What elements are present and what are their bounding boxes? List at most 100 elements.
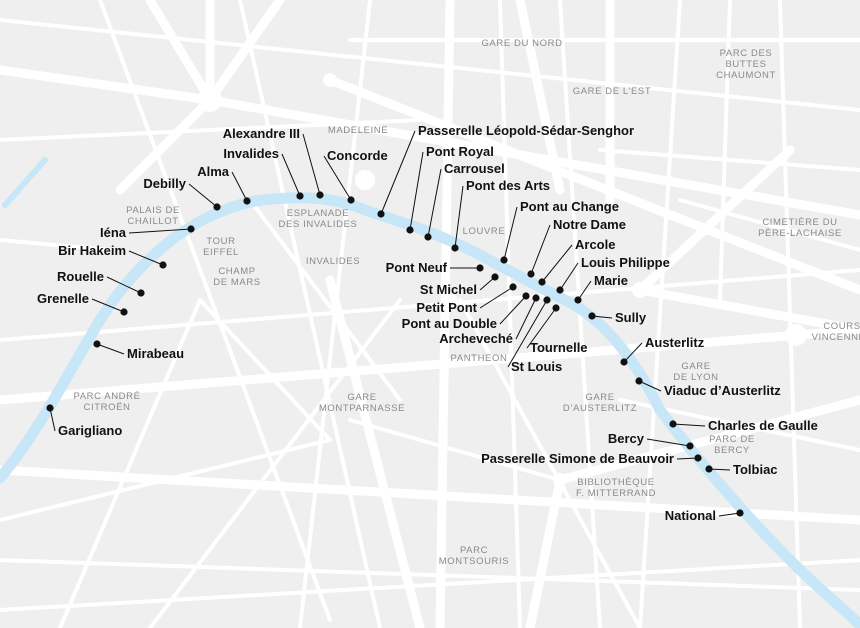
bridge-grenelle[interactable]: Grenelle (37, 291, 128, 316)
bridge-marker[interactable] (406, 226, 414, 234)
bridge-concorde[interactable]: Concorde (323, 148, 388, 204)
bridge-marker[interactable] (316, 191, 324, 199)
bridge-marker[interactable] (159, 261, 167, 269)
bridge-arcole[interactable]: Arcole (538, 237, 615, 286)
bridge-marker[interactable] (538, 278, 546, 286)
bridge-marker[interactable] (476, 264, 484, 272)
bridge-marker[interactable] (620, 358, 628, 366)
bridge-label[interactable]: Austerlitz (645, 335, 705, 350)
bridge-marker[interactable] (451, 244, 459, 252)
bridge-tolbiac[interactable]: Tolbiac (705, 462, 778, 477)
bridge-rouelle[interactable]: Rouelle (57, 269, 145, 297)
bridge-alma[interactable]: Alma (197, 164, 251, 205)
bridge-marker[interactable] (509, 283, 517, 291)
bridge-passerelle-simone-de-beauvoir[interactable]: Passerelle Simone de Beauvoir (481, 451, 702, 466)
bridge-garigliano[interactable]: Garigliano (46, 404, 122, 438)
bridge-label[interactable]: Sully (615, 310, 647, 325)
bridge-label[interactable]: Charles de Gaulle (708, 418, 818, 433)
bridge-marie[interactable]: Marie (574, 273, 628, 304)
bridge-marker[interactable] (574, 296, 582, 304)
bridge-marker[interactable] (377, 210, 385, 218)
bridge-label[interactable]: Bercy (608, 431, 645, 446)
bridge-petit-pont[interactable]: Petit Pont (416, 283, 517, 315)
bridge-label[interactable]: Louis Philippe (581, 255, 670, 270)
bridge-marker[interactable] (552, 304, 560, 312)
bridge-marker[interactable] (522, 292, 530, 300)
bridge-marker[interactable] (736, 509, 744, 517)
bridge-marker[interactable] (347, 196, 355, 204)
bridge-pont-des-arts[interactable]: Pont des Arts (451, 178, 550, 252)
bridge-label[interactable]: Pont Royal (426, 144, 494, 159)
bridge-marker[interactable] (686, 442, 694, 450)
bridge-label[interactable]: Viaduc d’Austerlitz (664, 383, 781, 398)
bridge-label[interactable]: Bir Hakeim (58, 243, 126, 258)
bridge-label[interactable]: Marie (594, 273, 628, 288)
bridge-passerelle-leopold-sedar-senghor[interactable]: Passerelle Léopold-Sédar-Senghor (377, 123, 634, 218)
bridge-label[interactable]: Mirabeau (127, 346, 184, 361)
bridge-marker[interactable] (46, 404, 54, 412)
bridge-label[interactable]: Tournelle (530, 340, 588, 355)
bridge-label[interactable]: Concorde (327, 148, 388, 163)
bridge-label[interactable]: Rouelle (57, 269, 104, 284)
bridge-label[interactable]: National (665, 508, 716, 523)
bridge-marker[interactable] (556, 286, 564, 294)
bridge-label[interactable]: Notre Dame (553, 217, 626, 232)
bridge-pont-royal[interactable]: Pont Royal (406, 144, 494, 234)
bridge-label[interactable]: Alexandre III (223, 126, 300, 141)
bridge-pont-au-change[interactable]: Pont au Change (500, 199, 619, 264)
bridge-label[interactable]: Alma (197, 164, 230, 179)
bridge-archeveche[interactable]: Archeveché (439, 294, 540, 346)
bridge-label[interactable]: Carrousel (444, 161, 505, 176)
bridge-marker[interactable] (93, 340, 101, 348)
bridge-label[interactable]: Archeveché (439, 331, 513, 346)
bridge-label[interactable]: Grenelle (37, 291, 89, 306)
bridge-marker[interactable] (120, 308, 128, 316)
bridge-label[interactable]: Passerelle Simone de Beauvoir (481, 451, 674, 466)
bridge-marker[interactable] (527, 270, 535, 278)
bridge-label[interactable]: Arcole (575, 237, 615, 252)
bridge-label[interactable]: Garigliano (58, 423, 122, 438)
bridge-tournelle[interactable]: Tournelle (526, 304, 588, 355)
bridge-marker[interactable] (532, 294, 540, 302)
bridge-alexandre-iii[interactable]: Alexandre III (223, 126, 324, 199)
bridge-sully[interactable]: Sully (588, 310, 647, 325)
bridge-label[interactable]: Passerelle Léopold-Sédar-Senghor (418, 123, 634, 138)
bridge-national[interactable]: National (665, 508, 744, 523)
bridge-austerlitz[interactable]: Austerlitz (620, 335, 705, 366)
bridge-bir-hakeim[interactable]: Bir Hakeim (58, 243, 167, 269)
bridge-notre-dame[interactable]: Notre Dame (527, 217, 626, 278)
bridge-label[interactable]: Pont au Double (402, 316, 497, 331)
bridge-marker[interactable] (243, 197, 251, 205)
bridge-marker[interactable] (500, 256, 508, 264)
bridge-marker[interactable] (491, 273, 499, 281)
bridge-marker[interactable] (588, 312, 596, 320)
bridge-marker[interactable] (213, 203, 221, 211)
bridge-marker[interactable] (669, 420, 677, 428)
bridge-iena[interactable]: Iéna (100, 225, 195, 240)
bridge-label[interactable]: St Louis (511, 359, 562, 374)
bridge-label[interactable]: Debilly (143, 176, 186, 191)
bridge-marker[interactable] (424, 233, 432, 241)
bridge-viaduc-dausterlitz[interactable]: Viaduc d’Austerlitz (635, 377, 781, 398)
bridge-marker[interactable] (694, 454, 702, 462)
bridge-pont-au-double[interactable]: Pont au Double (402, 292, 530, 331)
bridge-bercy[interactable]: Bercy (608, 431, 694, 450)
bridge-st-michel[interactable]: St Michel (420, 273, 499, 297)
bridge-label[interactable]: St Michel (420, 282, 477, 297)
bridge-label[interactable]: Petit Pont (416, 300, 477, 315)
bridge-label[interactable]: Pont des Arts (466, 178, 550, 193)
bridge-st-louis[interactable]: St Louis (507, 296, 562, 374)
bridge-charles-de-gaulle[interactable]: Charles de Gaulle (669, 418, 818, 433)
bridge-label[interactable]: Pont au Change (520, 199, 619, 214)
bridge-louis-philippe[interactable]: Louis Philippe (556, 255, 670, 294)
bridge-carrousel[interactable]: Carrousel (424, 161, 505, 241)
bridge-label[interactable]: Pont Neuf (386, 260, 448, 275)
bridge-marker[interactable] (543, 296, 551, 304)
bridge-label[interactable]: Invalides (223, 146, 279, 161)
bridge-marker[interactable] (187, 225, 195, 233)
bridge-label[interactable]: Iéna (100, 225, 127, 240)
bridge-marker[interactable] (296, 192, 304, 200)
bridge-mirabeau[interactable]: Mirabeau (93, 340, 184, 361)
bridge-pont-neuf[interactable]: Pont Neuf (386, 260, 484, 275)
bridge-marker[interactable] (137, 289, 145, 297)
